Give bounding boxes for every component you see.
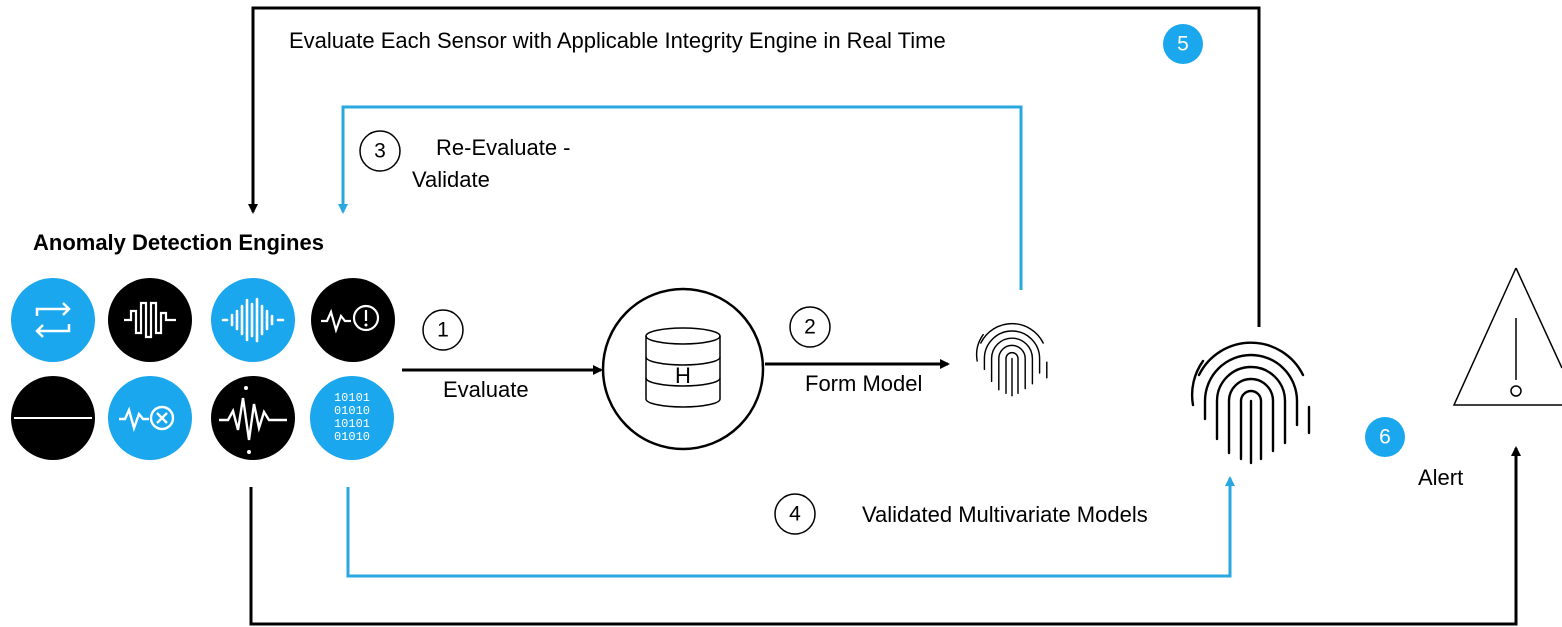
step-5-label: Evaluate Each Sensor with Applicable Int… [289,28,946,53]
database-letter: H [675,363,691,388]
database-icon: H [601,287,765,451]
binary-line-2: 01010 [334,404,370,418]
flatline-icon [11,376,95,460]
alert-connector [249,446,1521,626]
step-3-badge [359,130,401,172]
engines-title: Anomaly Detection Engines [33,230,324,255]
step-4-number: 4 [789,503,801,526]
step-3-label-line2: Validate [412,167,490,192]
step-2-badge [789,306,831,348]
waveform-icon [108,278,192,362]
binary-line-1: 10101 [334,391,370,405]
binary-data-icon: 10101 01010 10101 01010 [310,376,394,460]
step-5-number: 5 [1177,33,1189,56]
audio-wave-icon [211,278,295,362]
binary-line-4: 01010 [334,430,370,444]
signal-alert-icon [311,278,395,362]
step-1-badge [422,309,464,351]
fingerprint-icon [1190,341,1311,465]
step-2-label: Form Model [805,371,922,396]
binary-line-3: 10101 [334,417,370,431]
step-6-number: 6 [1379,426,1391,449]
loop-5-connector [248,6,1261,327]
step-5-badge [1163,24,1203,64]
spike-signal-icon [211,376,295,460]
step-4-badge [774,493,816,535]
step-1-label: Evaluate [443,377,529,402]
repeat-icon [11,278,95,362]
step-3-label-line1: Re-Evaluate - [436,135,571,160]
loop-3-connector [338,105,1023,290]
step-3-number: 3 [374,140,386,163]
signal-error-icon [108,376,192,460]
loop-4-connector [346,476,1235,578]
step-4-label: Validated Multivariate Models [862,502,1148,527]
step-6-label: Alert [1418,465,1463,490]
fingerprint-icon [975,322,1048,397]
step-6-badge [1365,417,1405,457]
warning-triangle-icon [1452,267,1562,406]
step-1-number: 1 [437,319,449,342]
step-2-number: 2 [804,316,816,339]
